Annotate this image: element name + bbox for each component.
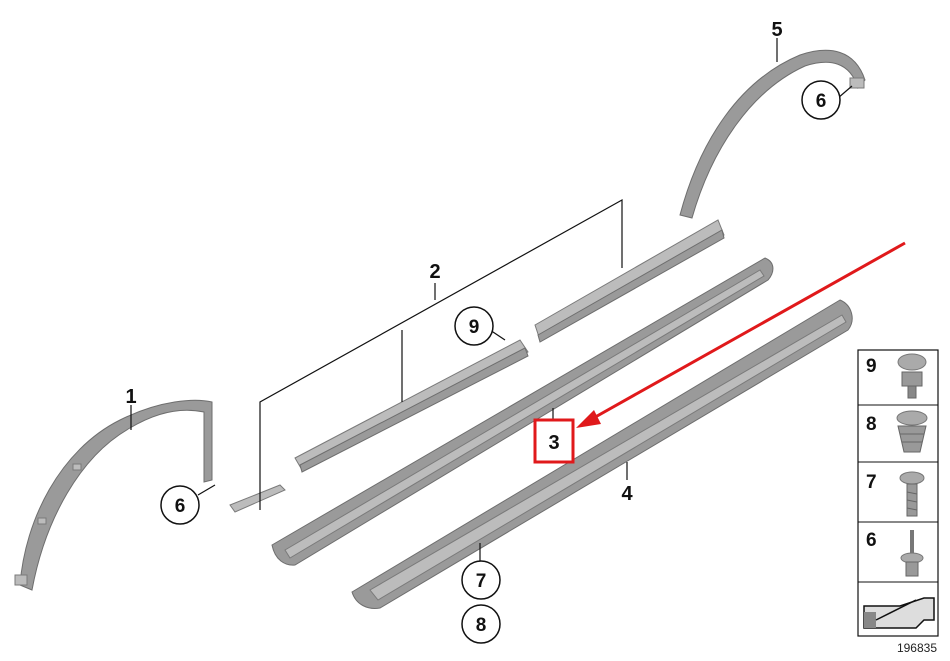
fastener-legend: 9 8 7 6	[857, 349, 939, 637]
circled-callout-6-rear[interactable]: 6	[801, 80, 841, 120]
wheel-arch-trim-front[interactable]	[14, 399, 213, 591]
red-arrow-icon	[576, 241, 906, 428]
callout-1: 1	[125, 386, 136, 408]
side-skirt-outer[interactable]	[351, 299, 853, 609]
svg-text:9: 9	[469, 317, 480, 338]
legend-num-7: 7	[866, 472, 877, 493]
diagram-id: 196835	[897, 641, 937, 655]
circled-callout-6-front[interactable]: 6	[160, 485, 200, 525]
screw-clip-icon	[899, 471, 925, 517]
support-bracket-small[interactable]	[229, 484, 286, 513]
support-bracket-rear[interactable]	[534, 219, 725, 343]
legend-num-6: 6	[866, 530, 877, 551]
support-bracket-middle[interactable]	[294, 339, 529, 473]
side-skirt-inner[interactable]	[271, 257, 774, 566]
circled-callout-9[interactable]: 9	[454, 306, 494, 346]
wheel-arch-trim-rear[interactable]	[679, 49, 866, 219]
svg-text:6: 6	[175, 496, 186, 517]
svg-text:6: 6	[816, 91, 827, 112]
legend-num-9: 9	[866, 356, 877, 377]
legend-num-8: 8	[866, 414, 877, 435]
callout-4: 4	[621, 483, 633, 505]
push-rivet-icon	[897, 353, 927, 399]
direction-arrow-icon	[863, 597, 935, 629]
highlight-box	[533, 418, 575, 464]
svg-text:7: 7	[476, 571, 487, 592]
expanding-clip-icon	[896, 410, 928, 453]
circled-callout-7[interactable]: 7	[461, 560, 501, 600]
callout-5: 5	[771, 19, 782, 41]
callout-3[interactable]: 3	[548, 432, 559, 454]
callout-2: 2	[429, 261, 440, 283]
svg-text:8: 8	[476, 615, 487, 636]
circled-callout-8[interactable]: 8	[461, 604, 501, 644]
pin-clip-icon	[900, 530, 924, 577]
leader-lines	[130, 38, 853, 565]
